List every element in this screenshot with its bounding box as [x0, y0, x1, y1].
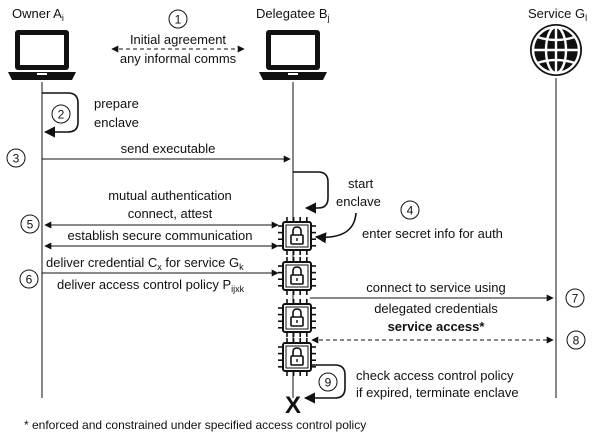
delegatee-label: Delegatee Bj — [256, 6, 330, 23]
step-8-number: 8 — [573, 334, 580, 348]
step-6-credential-label: deliver credential Cx for service Gk — [46, 255, 244, 272]
step-6-policy-label: deliver access control policy Pijxk — [57, 277, 245, 294]
globe-icon — [530, 24, 582, 76]
enclave-chip-icon — [278, 257, 316, 295]
check-policy-loop — [303, 364, 346, 404]
step-2-line1: prepare — [94, 96, 139, 111]
owner-label: Owner Ai — [12, 6, 64, 23]
step-4-marker — [400, 200, 420, 220]
step-9-line1: check access control policy — [356, 368, 514, 383]
step-5-line3: establish secure communication — [68, 228, 253, 243]
step-4-line1: start — [348, 176, 374, 191]
step-1-line1: Initial agreement — [130, 32, 226, 47]
step-9-marker — [318, 372, 338, 392]
secret-info-arrow — [314, 212, 357, 244]
step-7-line2: delegated credentials — [374, 301, 498, 316]
step-3-marker — [6, 148, 26, 168]
step-7-line1: connect to service using — [366, 280, 505, 295]
start-enclave-loop — [293, 171, 329, 214]
padlock-icon — [290, 308, 304, 327]
step-6-number: 6 — [26, 273, 33, 287]
delegatee-laptop-icon — [259, 30, 327, 80]
step-8-label: service access* — [388, 319, 486, 334]
terminate-x-mark: X — [285, 392, 301, 419]
owner-laptop-icon — [8, 30, 76, 80]
enclave-chip-icon — [278, 217, 316, 255]
step-9-line2: if expired, terminate enclave — [356, 385, 519, 400]
step-6-marker — [19, 269, 39, 289]
enclave-chip-icon — [278, 299, 316, 337]
step-7-number: 7 — [572, 292, 579, 306]
padlock-icon — [290, 226, 304, 245]
step-4-side: enter secret info for auth — [362, 226, 503, 241]
step-5-line2: connect, attest — [128, 206, 213, 221]
step-3-label: send executable — [121, 141, 216, 156]
step-2-number: 2 — [58, 108, 65, 122]
step-7-marker — [565, 288, 585, 308]
padlock-icon — [290, 266, 304, 285]
padlock-icon — [290, 347, 304, 366]
enclave-chips — [278, 217, 316, 376]
footnote: * enforced and constrained under specifi… — [24, 418, 366, 432]
step-5-line1: mutual authentication — [108, 188, 232, 203]
step-3-number: 3 — [13, 152, 20, 166]
step-5-marker — [20, 214, 40, 234]
service-label: Service Gl — [528, 6, 587, 23]
step-4-number: 4 — [407, 204, 414, 218]
step-1-marker — [168, 9, 188, 29]
prepare-enclave-loop — [42, 92, 79, 138]
enclave-chip-icon — [278, 338, 316, 376]
step-2-marker — [51, 104, 71, 124]
step-5-number: 5 — [27, 218, 34, 232]
step-2-line2: enclave — [94, 115, 139, 130]
step-9-number: 9 — [325, 376, 332, 390]
step-8-marker — [566, 330, 586, 350]
step-1-number: 1 — [175, 13, 182, 27]
step-4-line2: enclave — [336, 194, 381, 209]
step-1-line2: any informal comms — [120, 51, 237, 66]
